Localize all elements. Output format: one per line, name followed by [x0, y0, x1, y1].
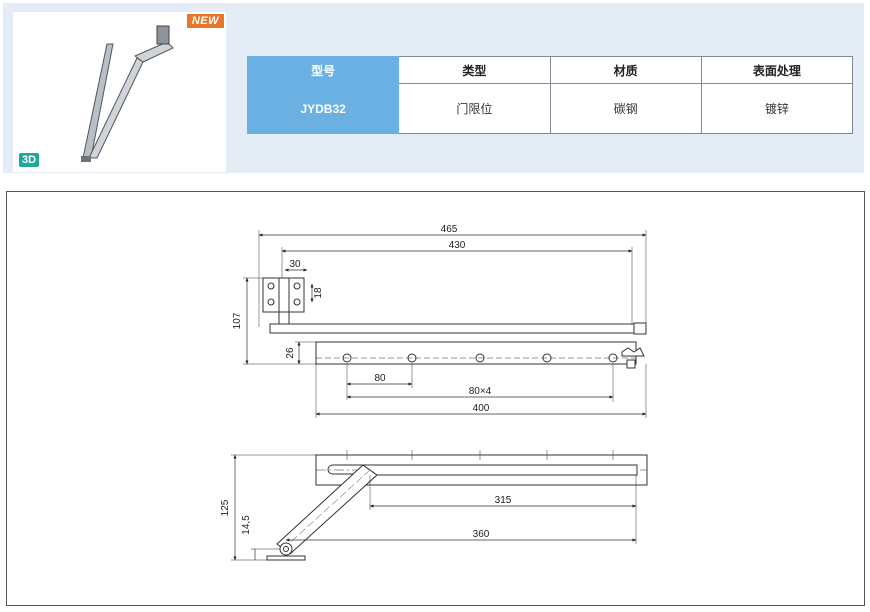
header-type: 类型 — [398, 56, 551, 84]
header-material: 材质 — [549, 56, 702, 84]
cell-type: 门限位 — [398, 83, 551, 134]
dim-315: 315 — [495, 495, 512, 506]
product-image-card[interactable]: NEW 3D — [13, 12, 226, 172]
top-view-labels: 465 430 30 18 107 26 80 80×4 400 — [232, 224, 492, 414]
top-view — [243, 230, 647, 418]
3d-badge[interactable]: 3D — [19, 153, 40, 167]
header-finish: 表面处理 — [700, 56, 854, 84]
dim-14-5: 14,5 — [241, 515, 252, 535]
dim-30: 30 — [289, 259, 301, 270]
header-model: 型号 — [246, 56, 400, 84]
side-view-labels: 125 14,5 315 360 — [220, 495, 512, 540]
spec-table-row: JYDB32 门限位 碳钢 镀锌 — [246, 83, 854, 134]
side-view — [231, 450, 648, 561]
dim-125: 125 — [220, 499, 231, 516]
cell-material: 碳钢 — [549, 83, 702, 134]
cell-model: JYDB32 — [246, 83, 400, 134]
product-header-panel: NEW 3D 型号 类型 材质 表面处理 JYDB32 门限位 碳钢 镀锌 — [3, 3, 864, 173]
dim-26: 26 — [285, 347, 296, 359]
dim-80x4: 80×4 — [469, 386, 492, 397]
dim-360: 360 — [473, 529, 490, 540]
cell-finish: 镀锌 — [700, 83, 854, 134]
product-render — [81, 25, 174, 162]
dim-430: 430 — [449, 240, 466, 251]
dim-400: 400 — [473, 403, 490, 414]
drawing-canvas: 465 430 30 18 107 26 80 80×4 400 — [220, 224, 648, 561]
dim-465: 465 — [441, 224, 458, 235]
new-badge: NEW — [186, 14, 224, 28]
technical-drawing: 465 430 30 18 107 26 80 80×4 400 — [6, 191, 865, 606]
spec-table-header-row: 型号 类型 材质 表面处理 — [246, 56, 854, 84]
dim-18: 18 — [313, 287, 324, 299]
dim-107: 107 — [232, 312, 243, 329]
dim-80: 80 — [374, 373, 386, 384]
spec-table: 型号 类型 材质 表面处理 JYDB32 门限位 碳钢 镀锌 — [246, 56, 854, 134]
